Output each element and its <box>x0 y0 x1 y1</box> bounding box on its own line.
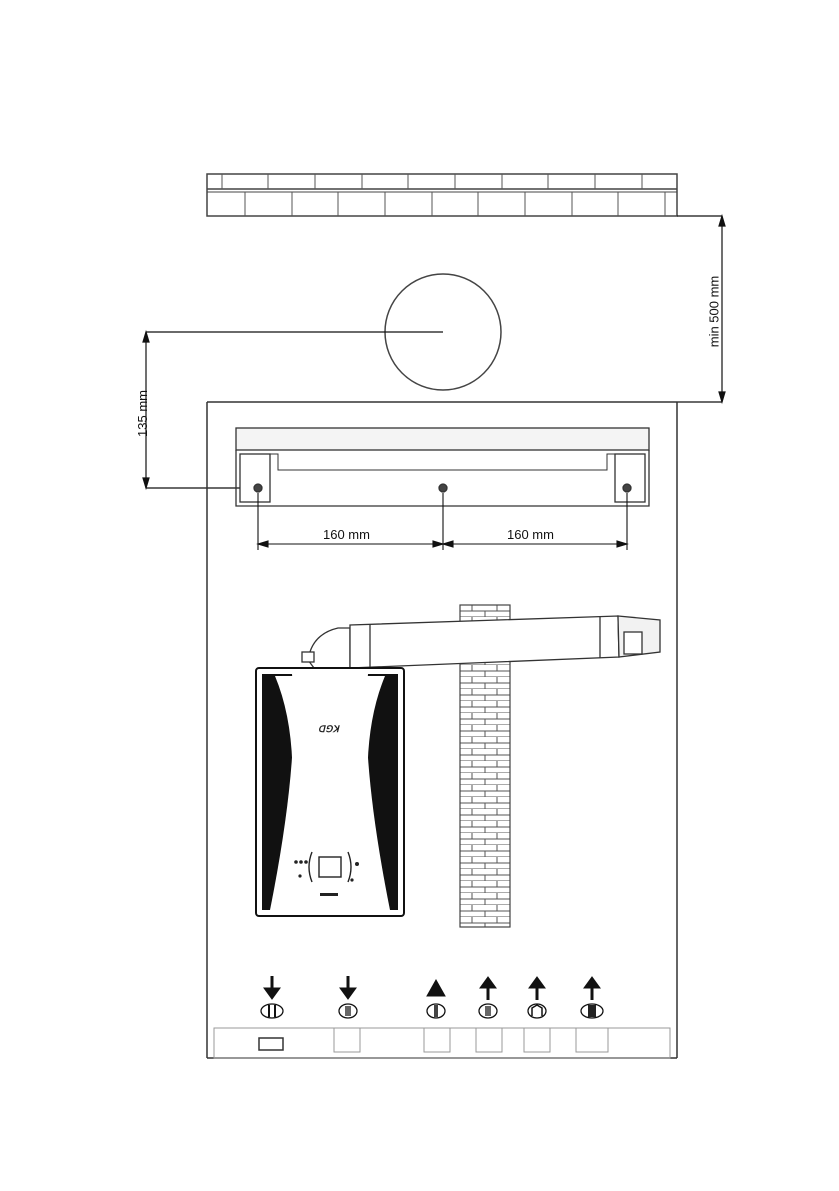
ceiling <box>207 174 677 216</box>
hot-water-outlet-icon <box>528 977 546 1018</box>
connection-ports <box>259 1028 608 1052</box>
dimension-label-135: 135 mm <box>136 390 149 437</box>
gas-inlet-icon <box>261 976 283 1018</box>
boiler <box>256 668 404 916</box>
dimension-label-160-left: 160 mm <box>323 528 370 541</box>
boiler-brand-mark: ꓷꓨꓘ <box>318 724 339 735</box>
heating-return-icon <box>339 976 357 1018</box>
dimension-label-min-500: min 500 mm <box>707 276 720 348</box>
connections <box>261 976 603 1018</box>
flue-opening <box>146 274 501 390</box>
dimension-label-160-right: 160 mm <box>507 528 554 541</box>
flue-pipe <box>302 616 660 668</box>
gas-outlet-icon <box>581 977 603 1018</box>
bracket-spacing-dimension <box>258 493 627 550</box>
cold-water-inlet-icon <box>427 980 445 1018</box>
heating-flow-icon <box>479 977 497 1018</box>
